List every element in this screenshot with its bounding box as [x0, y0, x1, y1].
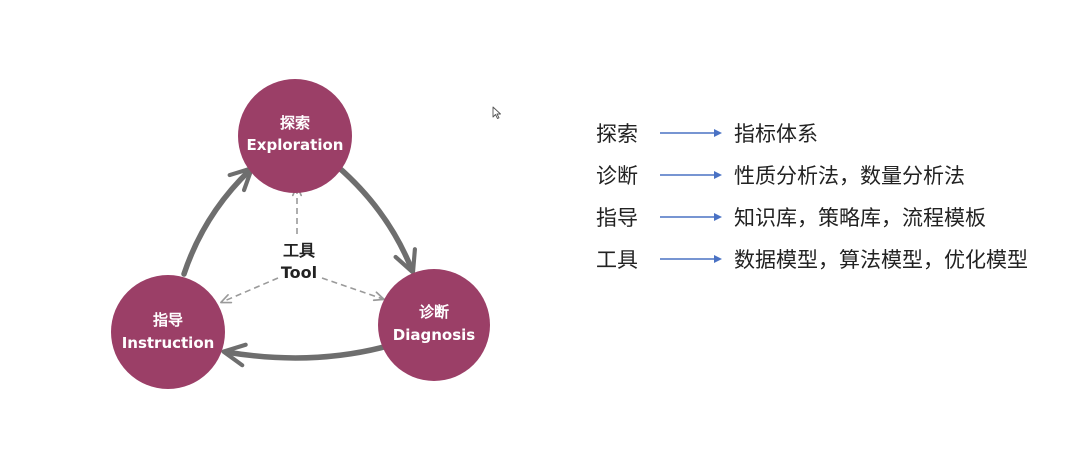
right-arrow-icon	[660, 255, 722, 263]
mapping-row: 诊断 性质分析法，数量分析法	[596, 154, 1028, 196]
right-arrow-icon	[660, 171, 722, 179]
mapping-term: 工具	[596, 248, 638, 272]
right-arrow-icon	[660, 213, 722, 221]
node-instruction-en: Instruction	[122, 334, 215, 352]
node-exploration: 探索 Exploration	[238, 79, 352, 193]
mapping-term: 指导	[596, 206, 638, 230]
arrow-diagnosis-to-instruction	[221, 342, 387, 368]
node-diagnosis-zh: 诊断	[419, 303, 449, 321]
mapping-row: 指导 知识库，策略库，流程模板	[596, 196, 1028, 238]
mouse-cursor-icon	[492, 106, 501, 119]
right-arrow-icon	[660, 129, 722, 137]
node-diagnosis: 诊断 Diagnosis	[378, 269, 490, 381]
node-exploration-zh: 探索	[280, 114, 310, 132]
dashed-arrow-tool-to-instruction	[220, 277, 279, 304]
node-tool: 工具 Tool	[281, 241, 317, 282]
mapping-row: 探索 指标体系	[596, 112, 1028, 154]
node-tool-en: Tool	[281, 263, 317, 282]
arrow-instruction-to-exploration	[181, 166, 254, 277]
dashed-arrow-tool-to-diagnosis	[321, 277, 385, 302]
mapping-row: 工具 数据模型，算法模型，优化模型	[596, 238, 1028, 280]
arrow-exploration-to-diagnosis	[334, 163, 417, 275]
node-diagnosis-en: Diagnosis	[393, 326, 476, 344]
mapping-list: 探索 指标体系 诊断 性质分析法，数量分析法 指导 知识库，策略库，流程模板 工…	[596, 112, 1028, 280]
mapping-value: 知识库，策略库，流程模板	[734, 206, 986, 230]
node-instruction-zh: 指导	[153, 311, 183, 329]
node-instruction: 指导 Instruction	[111, 275, 225, 389]
node-exploration-en: Exploration	[247, 136, 344, 154]
mapping-term: 探索	[596, 122, 638, 146]
mapping-value: 指标体系	[734, 122, 818, 146]
cycle-diagram: 探索 Exploration 诊断 Diagnosis 指导 Instructi…	[111, 79, 490, 389]
node-tool-zh: 工具	[283, 241, 315, 260]
mapping-value: 性质分析法，数量分析法	[734, 164, 965, 188]
mapping-term: 诊断	[596, 164, 638, 188]
mapping-value: 数据模型，算法模型，优化模型	[734, 248, 1028, 272]
